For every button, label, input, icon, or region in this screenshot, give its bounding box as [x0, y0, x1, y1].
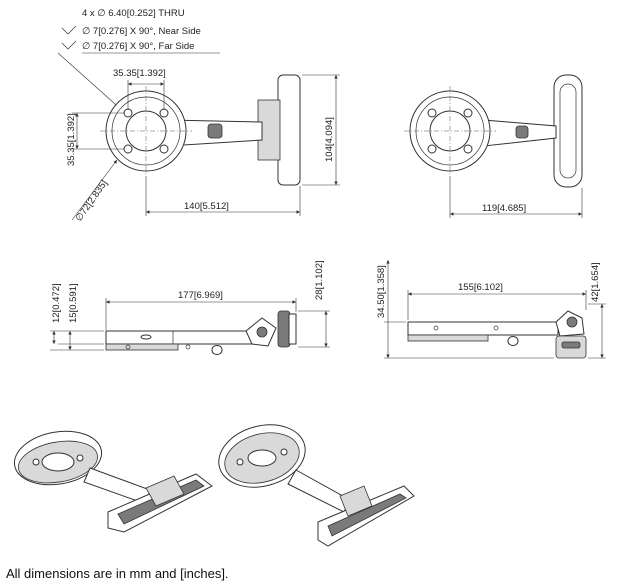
- bolt-head: [433, 325, 439, 331]
- iso-arm: [287, 469, 351, 513]
- end-plate-slot: [561, 341, 581, 349]
- bolt-hole: [159, 144, 169, 154]
- bolt-hole: [427, 144, 437, 154]
- dim-bolt-spacing-h: 35.35[1.392]: [113, 68, 166, 79]
- back-view: 119[4.685]: [404, 74, 583, 218]
- dim-side-height: 28[1.102]: [314, 260, 325, 300]
- flange-edge: [407, 334, 489, 342]
- dim-back-length: 119[4.685]: [482, 203, 526, 214]
- bolt-head: [493, 325, 499, 331]
- countersink-symbol-icon: [61, 40, 77, 50]
- hole-callout-notes: 4 x ∅ 6.40[0.252] THRU ∅ 7[0.276] X 90°,…: [57, 8, 220, 113]
- isometric-view-left: [13, 430, 213, 533]
- front-view: 35.35[1.392] 35.35[1.392] ∅72[2.835] 104…: [66, 68, 340, 224]
- iso-bolt-hole: [236, 458, 244, 466]
- side-view-left: 177[6.969] 28[1.102] 12[0.472] 15[0.591]: [50, 260, 330, 355]
- leader-line: [57, 52, 125, 113]
- bolt-hole: [159, 108, 169, 118]
- note-thru: 4 x ∅ 6.40[0.252] THRU: [82, 8, 185, 19]
- bolt-hole: [123, 144, 133, 154]
- slot: [140, 334, 152, 340]
- dim-flange-thickness: 12[0.472]: [51, 283, 62, 323]
- iso-plate-slot: [327, 493, 407, 537]
- dim-side2-depth: 34.50[1.358]: [376, 265, 387, 318]
- units-caption: All dimensions are in mm and [inches].: [6, 566, 229, 581]
- bolt-hole: [463, 144, 473, 154]
- iso-joint: [339, 485, 373, 517]
- bolt-head: [125, 344, 131, 350]
- side-arm: [407, 321, 559, 336]
- connector: [515, 125, 529, 139]
- dim-front-height: 104[4.094]: [324, 117, 335, 162]
- flange-edge: [105, 343, 179, 351]
- cable-loop: [507, 336, 519, 346]
- dim-front-length: 140[5.512]: [184, 201, 229, 212]
- iso-bolt-hole: [280, 448, 288, 456]
- end-plate-edge: [288, 313, 297, 345]
- bolt-hole: [427, 108, 437, 118]
- tilt-knob: [566, 316, 578, 328]
- dim-flange-offset: 15[0.591]: [68, 283, 79, 323]
- dim-flange-diameter: ∅72[2.835]: [73, 178, 109, 224]
- bolt-hole: [463, 108, 473, 118]
- connector: [207, 123, 223, 139]
- dim-side2-height: 42[1.654]: [590, 262, 601, 302]
- iso-bore: [247, 449, 277, 467]
- bolt-head: [185, 344, 191, 350]
- dim-line: [71, 159, 118, 221]
- isometric-view-right: [218, 424, 415, 547]
- mount-plate: [277, 74, 301, 186]
- cable-loop: [211, 345, 223, 355]
- side-view-right: 155[6.102] 42[1.654] 34.50[1.358]: [376, 260, 606, 359]
- dim-bolt-spacing-v: 35.35[1.392]: [66, 113, 77, 166]
- tilt-knob: [256, 326, 268, 338]
- back-plate-slot: [559, 83, 577, 179]
- bolt-hole: [123, 108, 133, 118]
- end-plate: [277, 310, 291, 348]
- dim-side-length: 177[6.969]: [178, 290, 223, 301]
- iso-bolt-hole: [76, 454, 84, 462]
- countersink-symbol-icon: [61, 25, 77, 35]
- dim-side2-length: 155[6.102]: [458, 282, 503, 293]
- side-arm: [105, 330, 257, 345]
- note-far-side: ∅ 7[0.276] X 90°, Far Side: [82, 41, 194, 52]
- back-plate: [553, 74, 583, 188]
- iso-bore: [41, 452, 75, 472]
- note-near-side: ∅ 7[0.276] X 90°, Near Side: [82, 26, 201, 37]
- iso-joint: [145, 475, 185, 507]
- iso-bolt-hole: [32, 458, 40, 466]
